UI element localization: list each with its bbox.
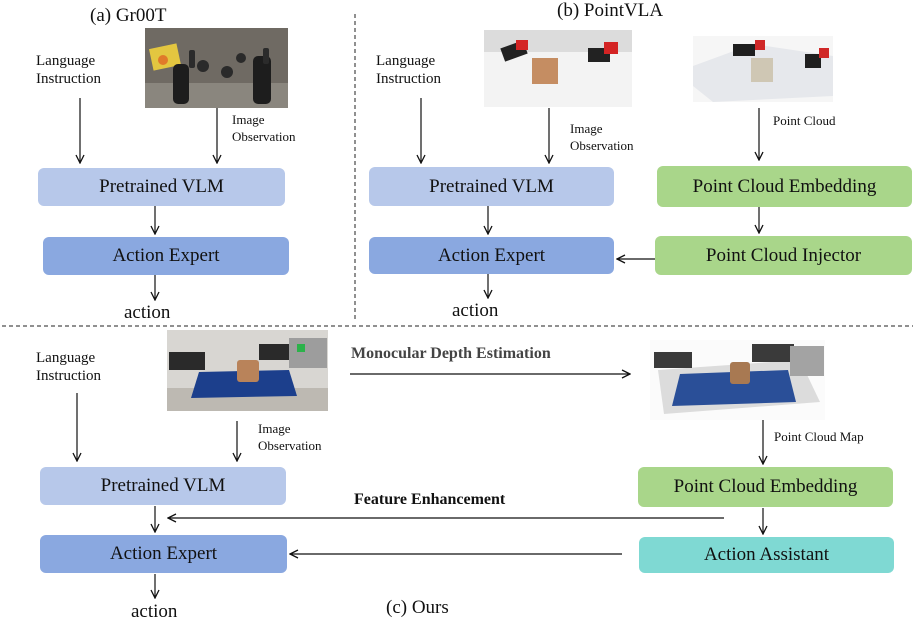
panel-c-language-instruction: Language Instruction (36, 350, 101, 384)
panel-c-point-cloud-map-illustration (650, 340, 825, 420)
panel-a-action: action (124, 302, 171, 323)
panel-c-action-expert: Action Expert (40, 535, 287, 573)
panel-c-feature-enhancement-label: Feature Enhancement (354, 491, 506, 508)
panel-b-action-expert: Action Expert (369, 237, 614, 274)
panel-a-title: (a) Gr00T (90, 5, 167, 26)
panel-b-title: (b) PointVLA (557, 0, 664, 21)
panel-a-robot-image (145, 28, 288, 108)
panel-a-image-observation: Image Observation (232, 112, 296, 144)
panel-b-action: action (452, 300, 499, 321)
panel-c-point-cloud-map-label: Point Cloud Map (774, 429, 864, 444)
panel-a-robot-illustration (145, 28, 288, 108)
panel-b-robot-image (484, 30, 632, 107)
panel-c-image-observation: Image Observation (258, 421, 322, 453)
panel-b-robot-illustration (484, 30, 632, 107)
panel-c-point-cloud-map-image (650, 340, 825, 420)
panel-c-point-cloud-embedding: Point Cloud Embedding (638, 467, 893, 507)
panel-c-pretrained-vlm: Pretrained VLM (40, 467, 286, 505)
panel-c-depth-estimation-label: Monocular Depth Estimation (351, 345, 551, 362)
panel-c-robot-image (167, 330, 328, 411)
panel-a-language-instruction: Language Instruction (36, 53, 101, 87)
panel-b-pretrained-vlm: Pretrained VLM (369, 167, 614, 206)
panel-b-image-observation: Image Observation (570, 121, 634, 153)
panel-c-action: action (131, 601, 178, 621)
panel-b-point-cloud-illustration (693, 36, 833, 102)
panel-c-title: (c) Ours (386, 597, 449, 618)
panel-a-pretrained-vlm: Pretrained VLM (38, 168, 285, 206)
panel-b-point-cloud-embedding: Point Cloud Embedding (657, 166, 912, 207)
panel-c-robot-illustration (167, 330, 328, 411)
panel-b-point-cloud-injector: Point Cloud Injector (655, 236, 912, 275)
panel-b-point-cloud-label: Point Cloud (773, 113, 836, 128)
panel-c-action-assistant: Action Assistant (639, 537, 894, 573)
panel-b-language-instruction: Language Instruction (376, 53, 441, 87)
panel-a-action-expert: Action Expert (43, 237, 289, 275)
panel-b-point-cloud-image (693, 36, 833, 102)
